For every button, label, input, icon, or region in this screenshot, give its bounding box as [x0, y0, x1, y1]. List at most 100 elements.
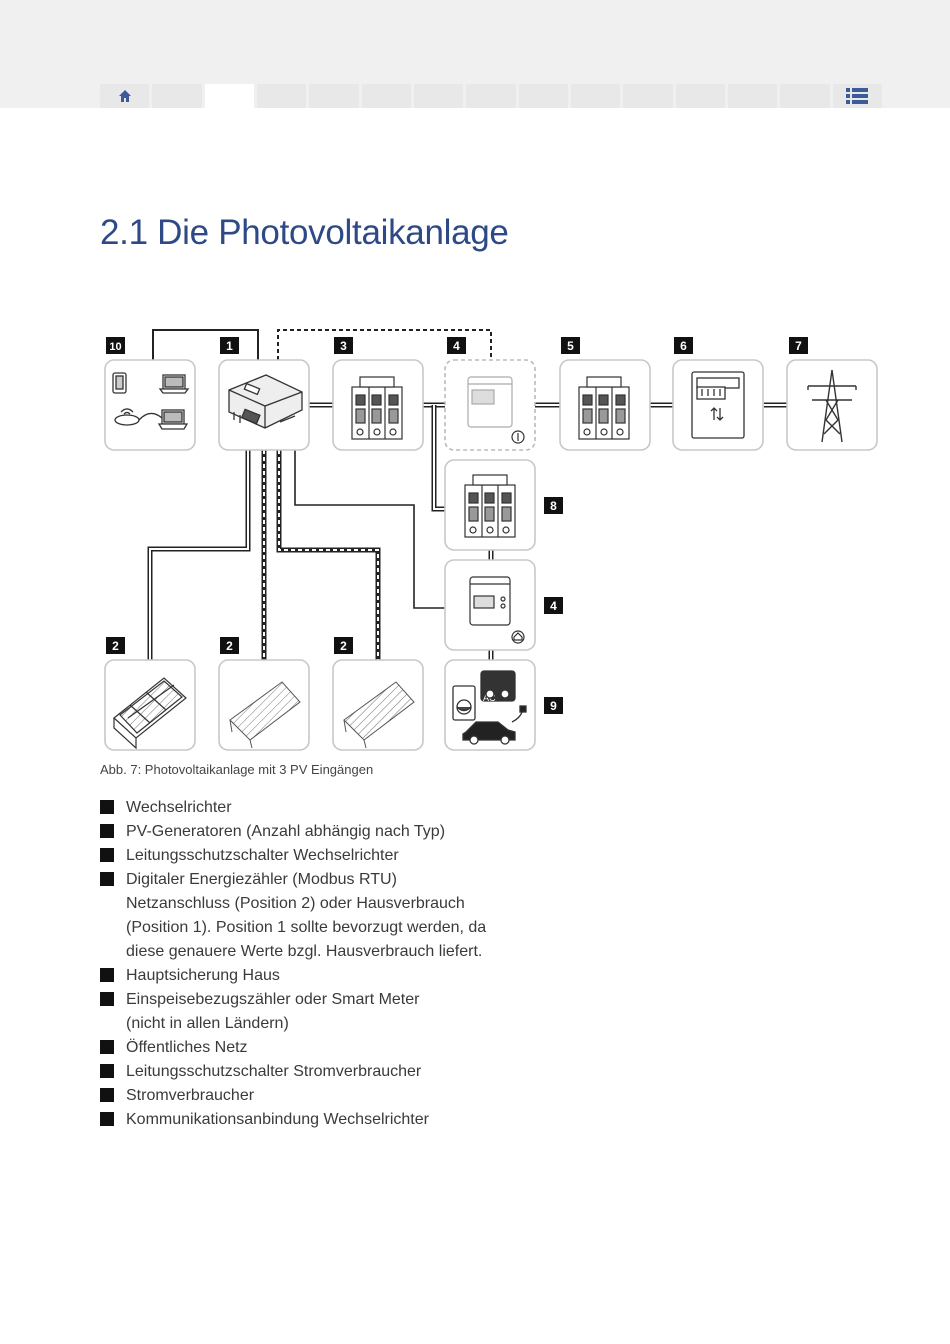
chapter-tab[interactable]	[623, 84, 673, 108]
legend-item: Hauptsicherung Haus	[100, 964, 486, 988]
badge-label: 5	[567, 339, 574, 353]
bullet-square-icon	[100, 1040, 114, 1054]
list-menu-icon	[846, 88, 869, 104]
badge-label: 4	[453, 339, 460, 353]
bullet-square-icon	[100, 800, 114, 814]
badge-label: 4	[550, 599, 557, 613]
legend-item-text: diese genauere Werte bzgl. Hausverbrauch…	[126, 943, 483, 960]
legend-item-text: (Position 1). Position 1 sollte bevorzug…	[126, 919, 487, 936]
badge-2: 2	[106, 637, 125, 654]
badge-label: 2	[226, 639, 233, 653]
chapter-tab[interactable]	[256, 84, 307, 108]
power-pylon-icon	[807, 369, 857, 443]
badge-5: 5	[561, 337, 580, 354]
legend-item-text: Einspeisebezugszähler oder Smart Meter	[126, 991, 420, 1008]
box-public-grid	[786, 359, 878, 451]
legend-item-text: Öffentliches Netz	[126, 1039, 248, 1056]
legend-item: Wechselrichter	[100, 796, 486, 820]
legend-item-text: Netzanschluss (Position 2) oder Hausverb…	[126, 895, 465, 912]
legend-item: Kommunikationsanbindung Wechselrichter	[100, 1108, 486, 1132]
badge-label: 2	[340, 639, 347, 653]
chapter-tab[interactable]	[727, 84, 778, 108]
pv-panel-icon-2	[229, 681, 301, 749]
communication-devices-icon	[112, 372, 190, 430]
chapter-tab[interactable]	[152, 84, 202, 108]
chapter-tab[interactable]	[780, 84, 830, 108]
consumer-branch-line	[431, 405, 445, 512]
chapter-tab[interactable]	[675, 84, 725, 108]
badge-4: 4	[544, 597, 563, 614]
energy-meter-icon	[469, 576, 525, 644]
legend-item-text: Stromverbraucher	[126, 1087, 255, 1104]
chapter-tab[interactable]	[466, 84, 516, 108]
legend-item: Digitaler Energiezähler (Modbus RTU) Netz…	[100, 868, 486, 964]
badge-6: 6	[674, 337, 693, 354]
energy-meter-faded-icon	[467, 376, 525, 444]
dc-line-pv1	[147, 450, 251, 660]
bullet-square-icon	[100, 848, 114, 862]
legend-item-text: (nicht in allen Ländern)	[126, 1015, 289, 1032]
legend-item: Einspeisebezugszähler oder Smart Meter (n…	[100, 988, 486, 1036]
pv-panel-icon-3	[343, 681, 415, 749]
badge-10: 10	[106, 337, 125, 354]
chapter-tab[interactable]	[570, 84, 621, 108]
smart-meter-icon	[691, 371, 745, 439]
number-badges: 10 1 3 4 5 6 7 8 4 9 2 2 2	[106, 337, 808, 714]
figure-caption: Abb. 7: Photovoltaikanlage mit 3 PV Eing…	[100, 762, 374, 777]
badge-label: 8	[550, 499, 557, 513]
chapter-tab-bar	[100, 84, 882, 108]
badge-label: 3	[340, 339, 347, 353]
breaker-icon-8	[464, 474, 516, 538]
badge-3: 3	[334, 337, 353, 354]
tab-home[interactable]	[100, 84, 150, 108]
bullet-square-icon	[100, 992, 114, 1006]
chapter-tab[interactable]	[361, 84, 411, 108]
bullet-square-icon	[100, 824, 114, 838]
legend-item: Stromverbraucher	[100, 1084, 486, 1108]
legend-item: Öffentliches Netz	[100, 1036, 486, 1060]
badge-label: 2	[112, 639, 119, 653]
legend-item-text: Kommunikationsanbindung Wechselrichter	[126, 1111, 429, 1128]
breaker-icon-3	[351, 376, 403, 440]
legend-item: Leitungsschutzschalter Stromverbraucher	[100, 1060, 486, 1084]
pv-panel-icon-1	[113, 677, 187, 750]
inverter-icon	[228, 374, 303, 429]
meter-bus-line	[277, 329, 492, 360]
bullet-square-icon	[100, 1088, 114, 1102]
bullet-square-icon	[100, 1112, 114, 1126]
badge-4: 4	[447, 337, 466, 354]
badge-1: 1	[220, 337, 239, 354]
chapter-tab[interactable]	[309, 84, 359, 108]
bullet-square-icon	[100, 968, 114, 982]
badge-7: 7	[789, 337, 808, 354]
legend-item-text: PV-Generatoren (Anzahl abhängig nach Typ…	[126, 823, 446, 840]
meter-data-line	[294, 450, 445, 609]
breaker-icon-5	[578, 376, 630, 440]
legend-item-text: Wechselrichter	[126, 799, 232, 816]
badge-label: 1	[226, 339, 233, 353]
badge-9: 9	[544, 697, 563, 714]
chapter-tab[interactable]	[413, 84, 464, 108]
legend-item-text: Hauptsicherung Haus	[126, 967, 280, 984]
badge-label: 7	[795, 339, 802, 353]
legend-item-text: Digitaler Energiezähler (Modbus RTU)	[126, 871, 397, 888]
legend-item: PV-Generatoren (Anzahl abhängig nach Typ…	[100, 820, 486, 844]
badge-2: 2	[220, 637, 239, 654]
badge-label: 6	[680, 339, 687, 353]
tab-table-of-contents[interactable]	[832, 84, 882, 108]
badge-label: 10	[109, 341, 121, 353]
legend-item-text: Leitungsschutzschalter Wechselrichter	[126, 847, 399, 864]
chapter-tab[interactable]	[204, 84, 254, 108]
bullet-square-icon	[100, 1064, 114, 1078]
consumer-appliances-icon: AC	[452, 670, 527, 745]
badge-label: 9	[550, 699, 557, 713]
page-title: 2.1 Die Photovoltaikanlage	[100, 213, 509, 252]
legend-item: Leitungsschutzschalter Wechselrichter	[100, 844, 486, 868]
badge-8: 8	[544, 497, 563, 514]
home-icon	[118, 90, 131, 102]
badge-2: 2	[334, 637, 353, 654]
chapter-tab[interactable]	[518, 84, 568, 108]
communication-line	[152, 329, 259, 360]
pv-system-diagram: AC 10 1 3 4 5 6 7 8 4 9 2 2 2	[104, 329, 878, 751]
